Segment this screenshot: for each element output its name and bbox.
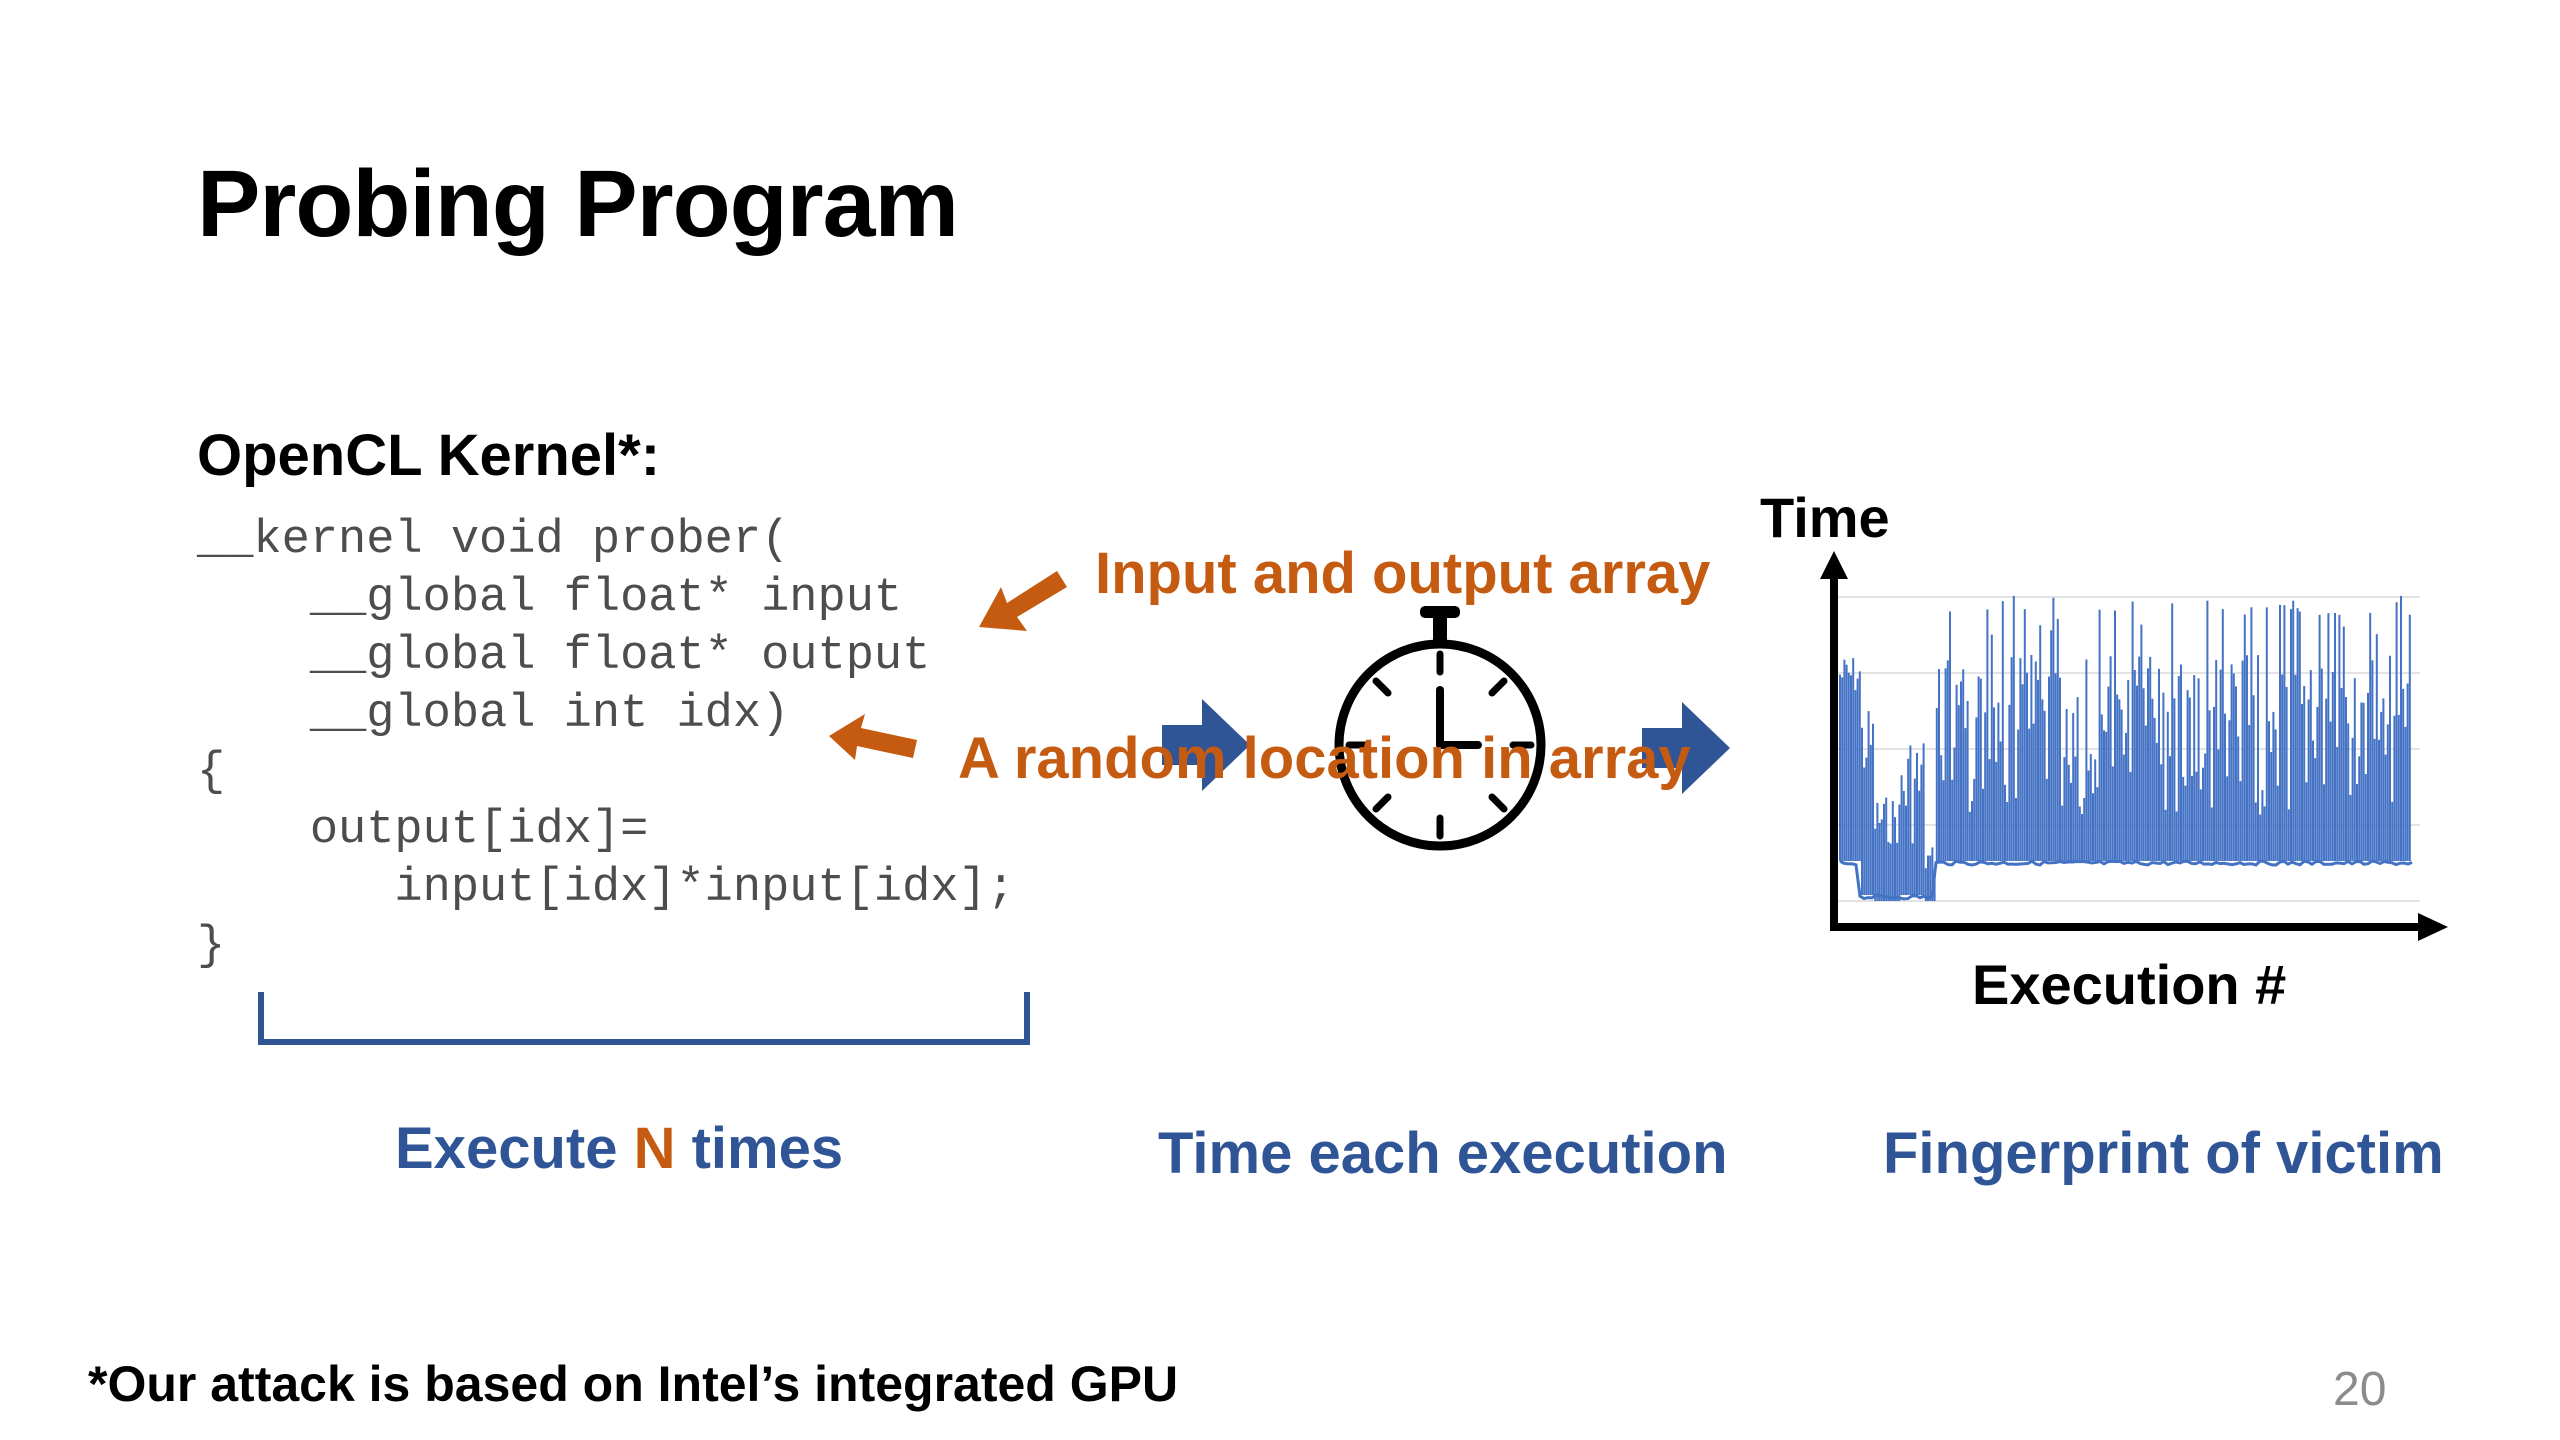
code-line: __global int idx) [197,688,790,741]
caption-execute-n: N [633,1116,676,1181]
caption-fingerprint: Fingerprint of victim [1883,1121,2444,1186]
timing-trace [1839,595,2413,901]
chart-y-label: Time [1760,486,1890,549]
code-line: } [197,920,226,973]
footnote: *Our attack is based on Intel’s integrat… [88,1356,1179,1412]
timing-trace-chart [1820,551,2448,941]
chart-axes [1820,551,2448,941]
chart-x-label: Execution # [1972,953,2287,1016]
annotation-random-location: A random location in array [958,726,1691,791]
code-line: { [197,746,226,799]
arrow-left-icon [829,714,917,760]
loop-bracket [258,992,1030,1045]
code-line: __global float* output [197,630,931,683]
slide-title: Probing Program [197,151,959,257]
code-block: __kernel void prober( __global float* in… [197,512,1015,976]
page-number: 20 [2333,1363,2387,1416]
caption-time-each-execution: Time each execution [1158,1121,1728,1186]
annotation-io-arrays: Input and output array [1095,541,1711,606]
kernel-heading: OpenCL Kernel*: [197,423,661,488]
caption-execute-n-times: Execute N times [395,1115,843,1182]
arrow-left-icon [979,571,1067,631]
caption-execute-prefix: Execute [395,1116,634,1181]
arrow-right-icon [1162,699,1250,791]
caption-execute-suffix: times [675,1116,844,1181]
arrow-right-icon [1642,702,1730,794]
trace-baseline [1839,859,2413,901]
code-line: output[idx]= [197,804,649,857]
stopwatch-icon [1334,606,1546,851]
code-line: __kernel void prober( [197,514,790,567]
code-line: __global float* input [197,572,903,625]
code-line: input[idx]*input[idx]; [197,862,1015,915]
